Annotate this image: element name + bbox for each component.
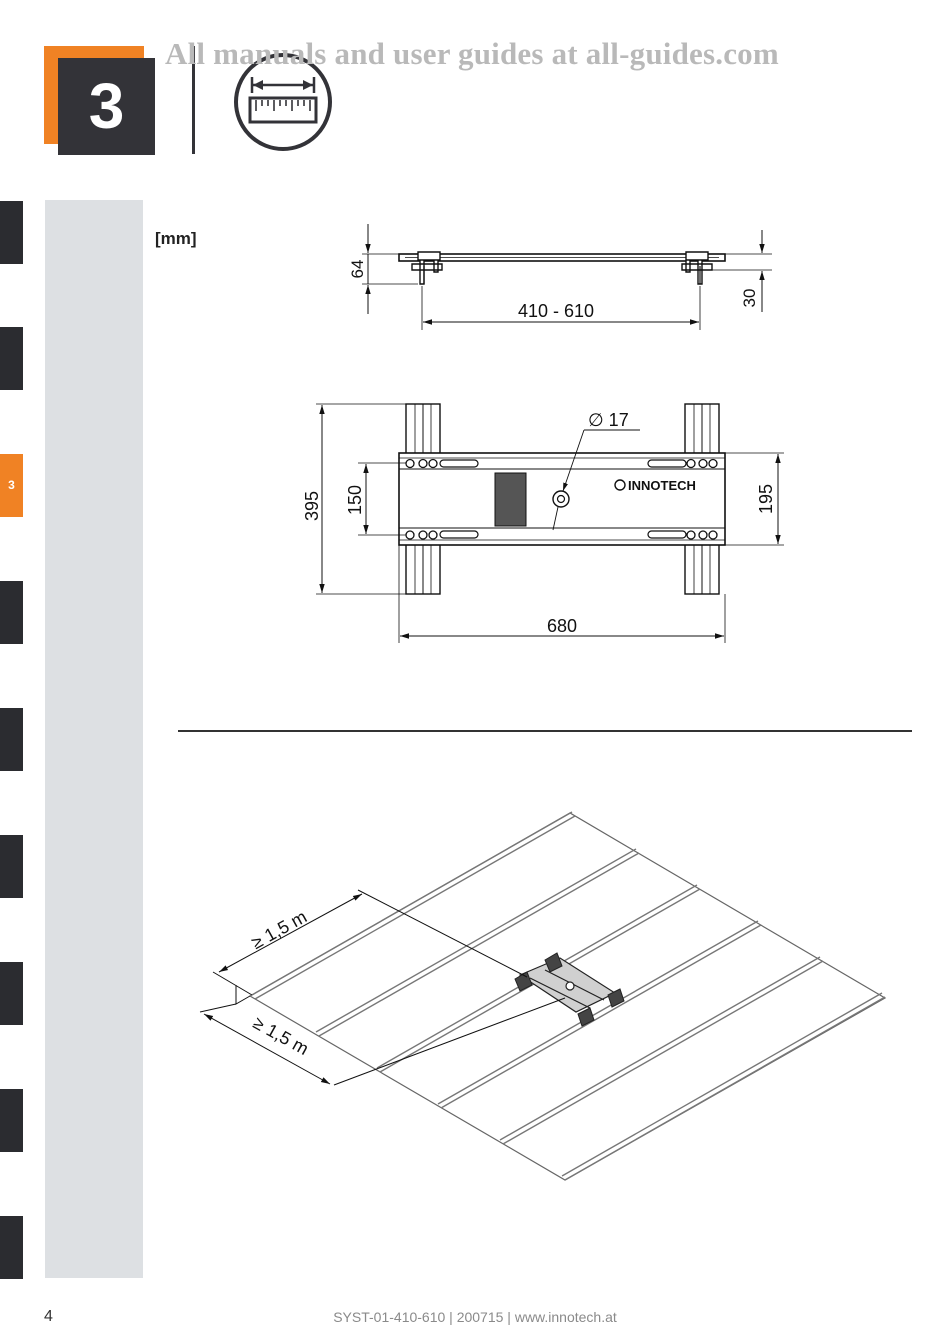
dim-width-680: 680 bbox=[547, 616, 577, 636]
footer-doc-info: SYST-01-410-610 | 200715 | www.innotech.… bbox=[333, 1309, 617, 1325]
brand-logo-text: INNOTECH bbox=[628, 478, 696, 493]
page-number: 4 bbox=[44, 1308, 53, 1325]
roof-distance-top: ≥ 1,5 m bbox=[248, 906, 310, 953]
units-label: [mm] bbox=[155, 229, 197, 248]
section-divider bbox=[178, 730, 912, 732]
ruler-measure-icon bbox=[234, 53, 332, 151]
dim-length-395: 395 bbox=[302, 491, 322, 521]
side-tab-4[interactable] bbox=[0, 581, 23, 644]
side-tab-3-active[interactable]: 3 bbox=[0, 454, 23, 517]
technical-drawing: 64 30 410 - 610 bbox=[199, 224, 887, 1181]
dim-width-410-610: 410 - 610 bbox=[518, 301, 594, 321]
dim-height-64: 64 bbox=[348, 260, 367, 279]
side-tab-5[interactable] bbox=[0, 708, 23, 771]
side-tab-8[interactable] bbox=[0, 1089, 23, 1152]
side-tab-7[interactable] bbox=[0, 962, 23, 1025]
side-panel bbox=[45, 200, 143, 1278]
brand-logo-icon bbox=[614, 479, 626, 491]
dim-inner-150: 150 bbox=[345, 485, 365, 515]
watermark-text: All manuals and user guides at all-guide… bbox=[165, 36, 779, 71]
step-number: 3 bbox=[58, 58, 155, 155]
side-tab-1[interactable] bbox=[0, 201, 23, 264]
side-view-drawing bbox=[362, 224, 772, 330]
dim-base-30: 30 bbox=[740, 289, 759, 308]
side-tab-9[interactable] bbox=[0, 1216, 23, 1279]
top-view-drawing bbox=[316, 403, 784, 643]
dim-hole-diameter: ∅ 17 bbox=[588, 410, 629, 430]
header-divider bbox=[192, 46, 195, 154]
side-tab-6[interactable] bbox=[0, 835, 23, 898]
anchor-device-on-roof bbox=[514, 952, 625, 1027]
dim-plate-195: 195 bbox=[756, 484, 776, 514]
side-tab-2[interactable] bbox=[0, 327, 23, 390]
